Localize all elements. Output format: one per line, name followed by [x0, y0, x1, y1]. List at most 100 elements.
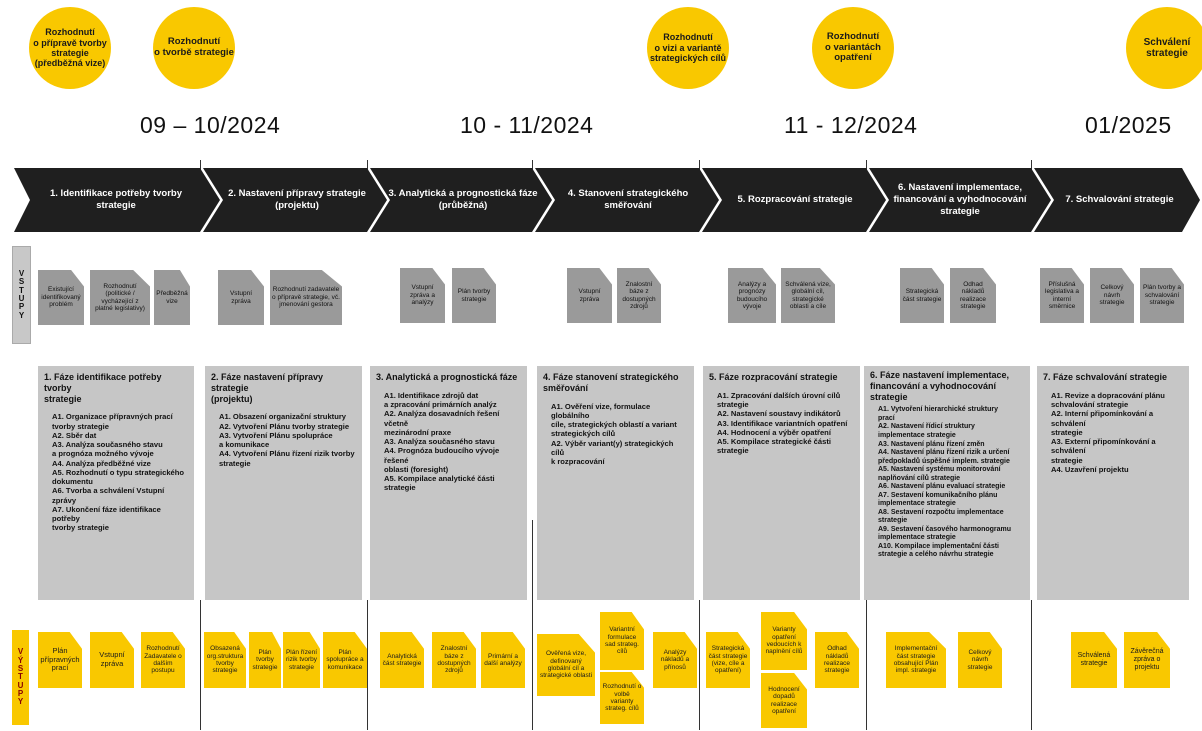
activity-item: A4. Vytvoření Plánu řízení rizik tvorby … [219, 449, 355, 468]
phase-chevron-bar [14, 168, 1200, 232]
activity-item: A4. Uzavření projektu [1051, 464, 1129, 474]
activity-item: A9. Sestavení časového harmonogramu impl… [878, 525, 1012, 542]
output-document: Implementační část strategie obsahující … [886, 632, 946, 688]
activity-item: A4. Prognóza budoucího vývoje řešené obl… [384, 446, 500, 474]
phase-panel-6: 6. Fáze nastavení implementace, financov… [864, 366, 1030, 600]
activity-item: A4. Nastavení plánu řízení rizik a určen… [878, 449, 1010, 465]
timeline-divider [200, 600, 201, 730]
activity-list: A1. Obsazení organizační struktury A2. V… [211, 412, 356, 468]
phase-chevron-3 [370, 168, 552, 232]
activity-item: A10. Kompilace implementační části strat… [878, 542, 999, 559]
activity-item: A3. Nastavení plánu řízení změn [878, 440, 985, 448]
input-document: Rozhodnutí (politické / vycházející z pl… [90, 270, 150, 325]
input-document: Analýzy a prognózy budoucího vývoje [728, 268, 776, 323]
activity-item: A8. Sestavení rozpočtu implementace stra… [878, 508, 1004, 525]
activity-item: A2. Sběr dat [52, 430, 97, 440]
activity-item: A6. Tvorba a schválení Vstupní zprávy [52, 486, 165, 505]
activity-list: A1. Ověření vize, formulace globálního c… [543, 402, 688, 467]
output-document: Ověřená vize, definovaný globální cíl a … [537, 634, 595, 696]
activity-item: A3. Vytvoření Plánu spolupráce a komunik… [219, 430, 333, 450]
activity-list: A1. Organizace přípravných prací tvorby … [44, 412, 188, 532]
output-document: Hodnocení dopadů realizace opatření [761, 673, 807, 728]
activity-list: A1. Identifikace zdrojů dat a zpracování… [376, 391, 521, 493]
phase-panel-3: 3. Analytická a prognostická fáze A1. Id… [370, 366, 527, 600]
activity-item: A2. Interní připomínkování a schválení s… [1051, 409, 1154, 437]
activity-item: A3. Analýza současného stavu a prognóza … [52, 440, 163, 459]
milestone-creation-decision: Rozhodnutí o tvorbě strategie [153, 7, 235, 89]
activity-list: A1. Zpracování dalších úrovní cílů strat… [709, 391, 854, 456]
activity-item: A2. Analýza dosavadních řešení včetně me… [384, 409, 500, 437]
activity-item: A2. Výběr variant(y) strategických cílů … [551, 438, 674, 467]
input-document: Celkový návrh strategie [1090, 268, 1134, 323]
panel-title: 5. Fáze rozpracování strategie [709, 372, 838, 382]
phase-chevron-5 [702, 168, 886, 232]
phase-label-1: 1. Identifikace potřeby tvorby strategie [50, 188, 182, 211]
activity-item: A5. Kompilace analytické části strategie [384, 474, 495, 493]
activity-item: A1. Organizace přípravných prací tvorby … [52, 412, 173, 431]
output-document: Analýzy nákladů a přínosů [653, 632, 697, 688]
activity-item: A6. Nastavení plánu evaluací strategie [878, 483, 1006, 491]
output-document: Odhad nákladů realizace strategie [815, 632, 859, 688]
output-document: Obsazená org.struktura tvorby strategie [204, 632, 246, 688]
input-document: Vstupní zpráva [218, 270, 264, 325]
output-document: Plán spolupráce a komunikace [323, 632, 367, 688]
activity-item: A2. Nastavení soustavy indikátorů [717, 409, 841, 419]
phase-chevron-4 [535, 168, 719, 232]
phase-panel-1: 1. Fáze identifikace potřeby tvorby stra… [38, 366, 194, 600]
output-document: Rozhodnutí Zadavatele o dalším postupu [141, 632, 185, 688]
timeline-divider [367, 600, 368, 730]
phase-label-6: 6. Nastavení implementace, financování a… [893, 182, 1027, 217]
phase-panel-4: 4. Fáze stanovení strategického směřován… [537, 366, 694, 600]
activity-item: A3. Externí připomínkování a schválení s… [1051, 437, 1156, 465]
activity-item: A4. Hodnocení a výběr opatření [717, 427, 831, 437]
input-document: Předběžná vize [154, 270, 190, 325]
milestone-preparation-decision: Rozhodnutí o přípravě tvorby strategie (… [29, 7, 111, 89]
output-document: Varianty opatření vedoucích k naplnění c… [761, 612, 807, 670]
milestone-measures-decision: Rozhodnutí o variantách opatření [812, 7, 894, 89]
period-label: 11 - 12/2024 [784, 112, 918, 138]
activity-list: A1. Revize a dopracování plánu schvalová… [1043, 391, 1183, 474]
activity-list: A1. Vytvoření hierarchické struktury pra… [870, 406, 1024, 560]
period-label: 01/2025 [1085, 112, 1172, 138]
output-document: Variantní formulace sad strateg. cílů [600, 612, 644, 670]
output-document: Závěrečná zpráva o projektu [1124, 632, 1170, 688]
activity-item: A3. Identifikace variantních opatření [717, 418, 848, 428]
phase-panel-2: 2. Fáze nastavení přípravy strategie (pr… [205, 366, 362, 600]
phase-panel-5: 5. Fáze rozpracování strategie A1. Zprac… [703, 366, 860, 600]
activity-item: A5. Nastavení systému monitorování naplň… [878, 466, 1001, 482]
input-document: Odhad nákladů realizace strategie [950, 268, 996, 323]
input-document: Vstupní zpráva [567, 268, 612, 323]
panel-title: 3. Analytická a prognostická fáze [376, 372, 518, 382]
output-document: Analytická část strategie [380, 632, 424, 688]
phase-label-5: 5. Rozpracování strategie [737, 194, 853, 206]
phase-chevron-7 [1034, 168, 1200, 232]
phase-panel-7: 7. Fáze schvalování strategie A1. Revize… [1037, 366, 1189, 600]
phase-label-3: 3. Analytická a prognostická fáze (průbě… [388, 188, 538, 211]
activity-item: A2. Vytvoření Plánu tvorby strategie [219, 421, 350, 431]
milestone-approval: Schválení strategie [1126, 7, 1202, 89]
input-document: Schválená vize, globální cíl, strategick… [781, 268, 835, 323]
milestone-vision-decision: Rozhodnutí o vizi a variantě strategický… [647, 7, 729, 89]
phase-chevron-1 [14, 168, 220, 232]
panel-title: 7. Fáze schvalování strategie [1043, 372, 1168, 382]
activity-item: A2. Nastavení řídicí struktury implement… [878, 423, 975, 439]
activity-item: A1. Identifikace zdrojů dat a zpracování… [384, 390, 497, 410]
output-document: Znalostní báze z dostupných zdrojů [432, 632, 476, 688]
panel-title: 4. Fáze stanovení strategického směřován… [543, 372, 679, 393]
activity-item: A1. Revize a dopracování plánu schvalová… [1051, 390, 1165, 410]
activity-item: A1. Vytvoření hierarchické struktury pra… [878, 406, 998, 422]
output-document: Vstupní zpráva [90, 632, 134, 688]
input-document: Vstupní zpráva a analýzy [400, 268, 445, 323]
output-document: Celkový návrh strategie [958, 632, 1002, 688]
output-document: Schválená strategie [1071, 632, 1117, 688]
timeline-divider [532, 520, 533, 730]
output-document: Rozhodnutí o volbě varianty strateg. cíl… [600, 672, 644, 724]
timeline-divider [699, 600, 700, 730]
activity-item: A5. Rozhodnutí o typu strategického doku… [52, 467, 185, 487]
phase-chevron-2 [203, 168, 387, 232]
input-document: Rozhodnutí zadavatele o přípravě strateg… [270, 270, 342, 325]
period-label: 09 – 10/2024 [140, 112, 281, 138]
phase-label-2: 2. Nastavení přípravy strategie (projekt… [228, 188, 366, 211]
